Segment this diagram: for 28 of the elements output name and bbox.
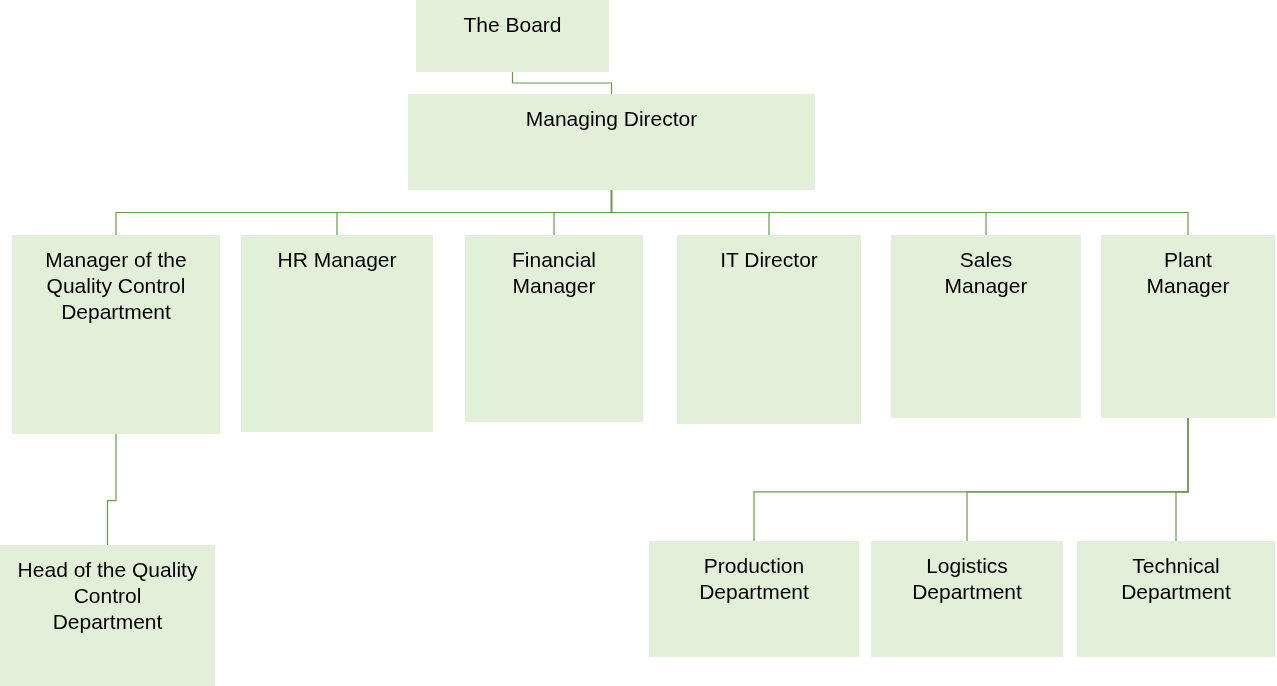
org-box	[677, 235, 861, 424]
role-title: IT Director	[720, 247, 818, 273]
connector-line	[610, 189, 1189, 236]
role-title: Financial Manager	[510, 247, 597, 299]
org-box	[241, 235, 433, 432]
role-title: Sales Manager	[943, 247, 1029, 299]
org-box	[1077, 541, 1275, 657]
org-box	[871, 541, 1063, 657]
org-box	[891, 235, 1081, 418]
org-box	[12, 235, 220, 434]
connector-line	[1175, 417, 1189, 542]
role-title: Production Department	[698, 553, 810, 605]
role-title: Manager of the Quality Control Department	[44, 247, 188, 325]
role-title: Managing Director	[525, 106, 698, 132]
role-title: Plant Manager	[1145, 247, 1231, 299]
role-title: Head of the Quality Control Department	[17, 557, 198, 635]
org-box	[1101, 235, 1275, 418]
org-box	[416, 0, 609, 72]
org-box	[649, 541, 859, 657]
org-box	[408, 94, 815, 190]
role-title: Technical Department	[1120, 553, 1232, 605]
connector-line	[106, 433, 117, 546]
role-title: HR Manager	[277, 247, 397, 273]
org-box	[0, 545, 215, 686]
org-box	[465, 235, 643, 422]
role-title: Logistics Department	[911, 553, 1023, 605]
role-title: The Board	[463, 12, 562, 38]
connector-line	[511, 71, 613, 95]
